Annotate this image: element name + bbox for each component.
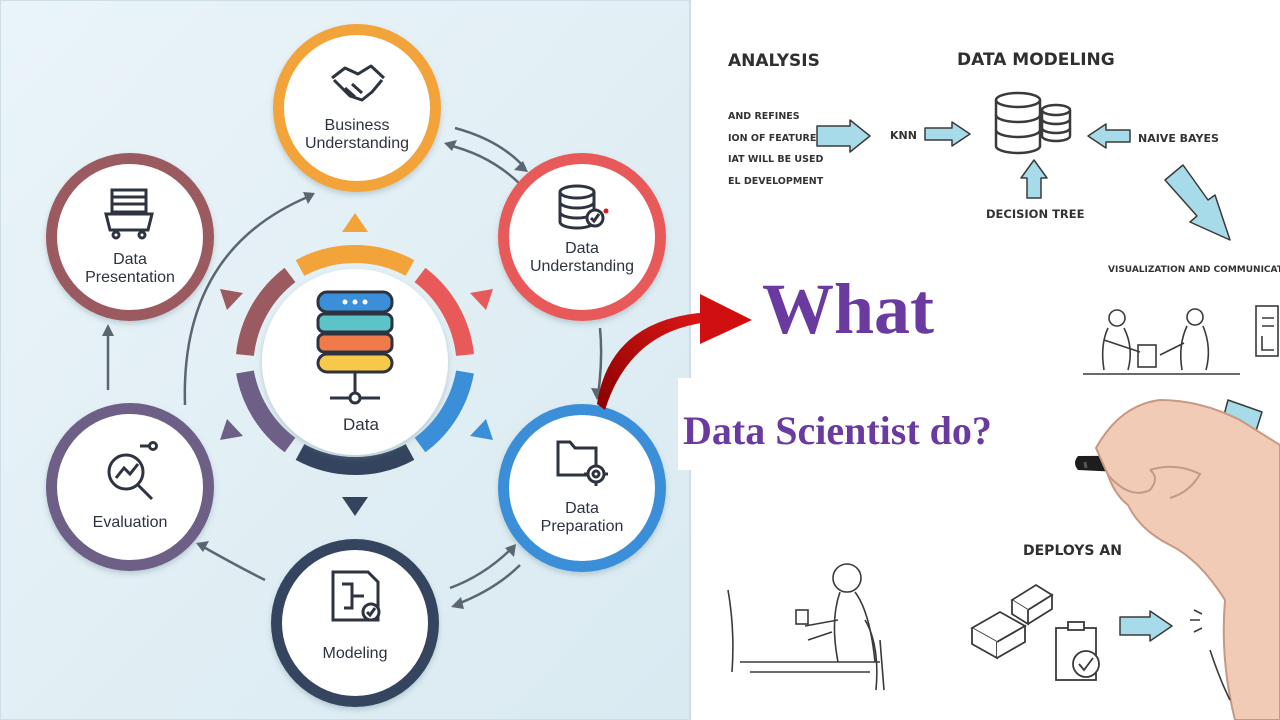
business-label-line2: Understanding xyxy=(305,135,409,152)
inner-ring xyxy=(236,245,474,475)
inner-ring-arrowheads xyxy=(220,213,493,516)
stage-data-presentation: Data Presentation xyxy=(46,153,214,321)
naive-bayes-label: NAIVE BAYES xyxy=(1138,132,1219,145)
center-label: Data xyxy=(343,415,379,434)
stage-business-understanding: Business Understanding xyxy=(273,24,441,192)
title-data-scientist: Data Scientist do? xyxy=(683,408,992,453)
presentation-stand-icon xyxy=(104,188,154,240)
analysis-line-1: AND REFINES xyxy=(728,111,800,122)
knn-label: KNN xyxy=(890,129,917,142)
data-preparation-label-line1: Data xyxy=(565,500,599,517)
database-sketch-icon xyxy=(994,91,1072,155)
data-modeling-heading: DATA MODELING xyxy=(957,50,1115,70)
woman-desk-sketch xyxy=(727,563,885,691)
business-label-line1: Business xyxy=(325,117,390,134)
magnifier-chart-icon xyxy=(107,441,158,501)
stage-data-preparation: Data Preparation xyxy=(498,404,666,572)
blocks-clipboard-sketch xyxy=(970,583,1100,681)
center-hub: Data xyxy=(262,269,448,455)
sketch-arrows xyxy=(816,119,1263,642)
folder-gear-icon xyxy=(556,440,608,486)
data-presentation-label-line1: Data xyxy=(113,251,147,268)
visualization-heading: VISUALIZATION AND COMMUNICATI xyxy=(1108,265,1280,275)
analysis-line-3: IAT WILL BE USED xyxy=(728,154,823,165)
data-understanding-label-line1: Data xyxy=(565,240,599,257)
hand-with-marker-sketch xyxy=(1075,398,1280,720)
database-check-icon xyxy=(558,184,605,230)
decision-tree-label: DECISION TREE xyxy=(986,207,1085,221)
rocket-sketch xyxy=(1190,609,1231,701)
meeting-sketch xyxy=(1083,305,1279,375)
cycle-connectors xyxy=(106,126,603,607)
analysis-heading: ANALYSIS xyxy=(728,51,820,71)
stage-modeling: Modeling xyxy=(271,539,439,707)
red-curved-arrow-icon xyxy=(597,294,752,410)
analysis-line-2: ION OF FEATURE xyxy=(728,133,816,144)
data-understanding-label-line2: Understanding xyxy=(530,258,634,275)
title-subtitle-box xyxy=(678,378,1076,470)
connector-arrowheads xyxy=(102,140,604,609)
deploys-heading: DEPLOYS AN xyxy=(1023,543,1122,559)
whiteboard-panel: ANALYSIS AND REFINES ION OF FEATURE IAT … xyxy=(597,50,1280,720)
title-what: What xyxy=(762,269,934,349)
handshake-icon xyxy=(331,64,386,102)
evaluation-label: Evaluation xyxy=(93,514,168,531)
stage-data-understanding: Data Understanding xyxy=(498,153,666,321)
document-network-icon xyxy=(331,570,381,622)
data-cycle-diagram: Data Business Understanding xyxy=(0,0,691,720)
stage-evaluation: Evaluation xyxy=(46,403,214,571)
data-presentation-label-line2: Presentation xyxy=(85,269,175,286)
modeling-label: Modeling xyxy=(323,645,388,662)
data-preparation-label-line2: Preparation xyxy=(541,518,624,535)
database-stack-icon xyxy=(316,290,394,405)
analysis-line-4: EL DEVELOPMENT xyxy=(728,176,824,187)
